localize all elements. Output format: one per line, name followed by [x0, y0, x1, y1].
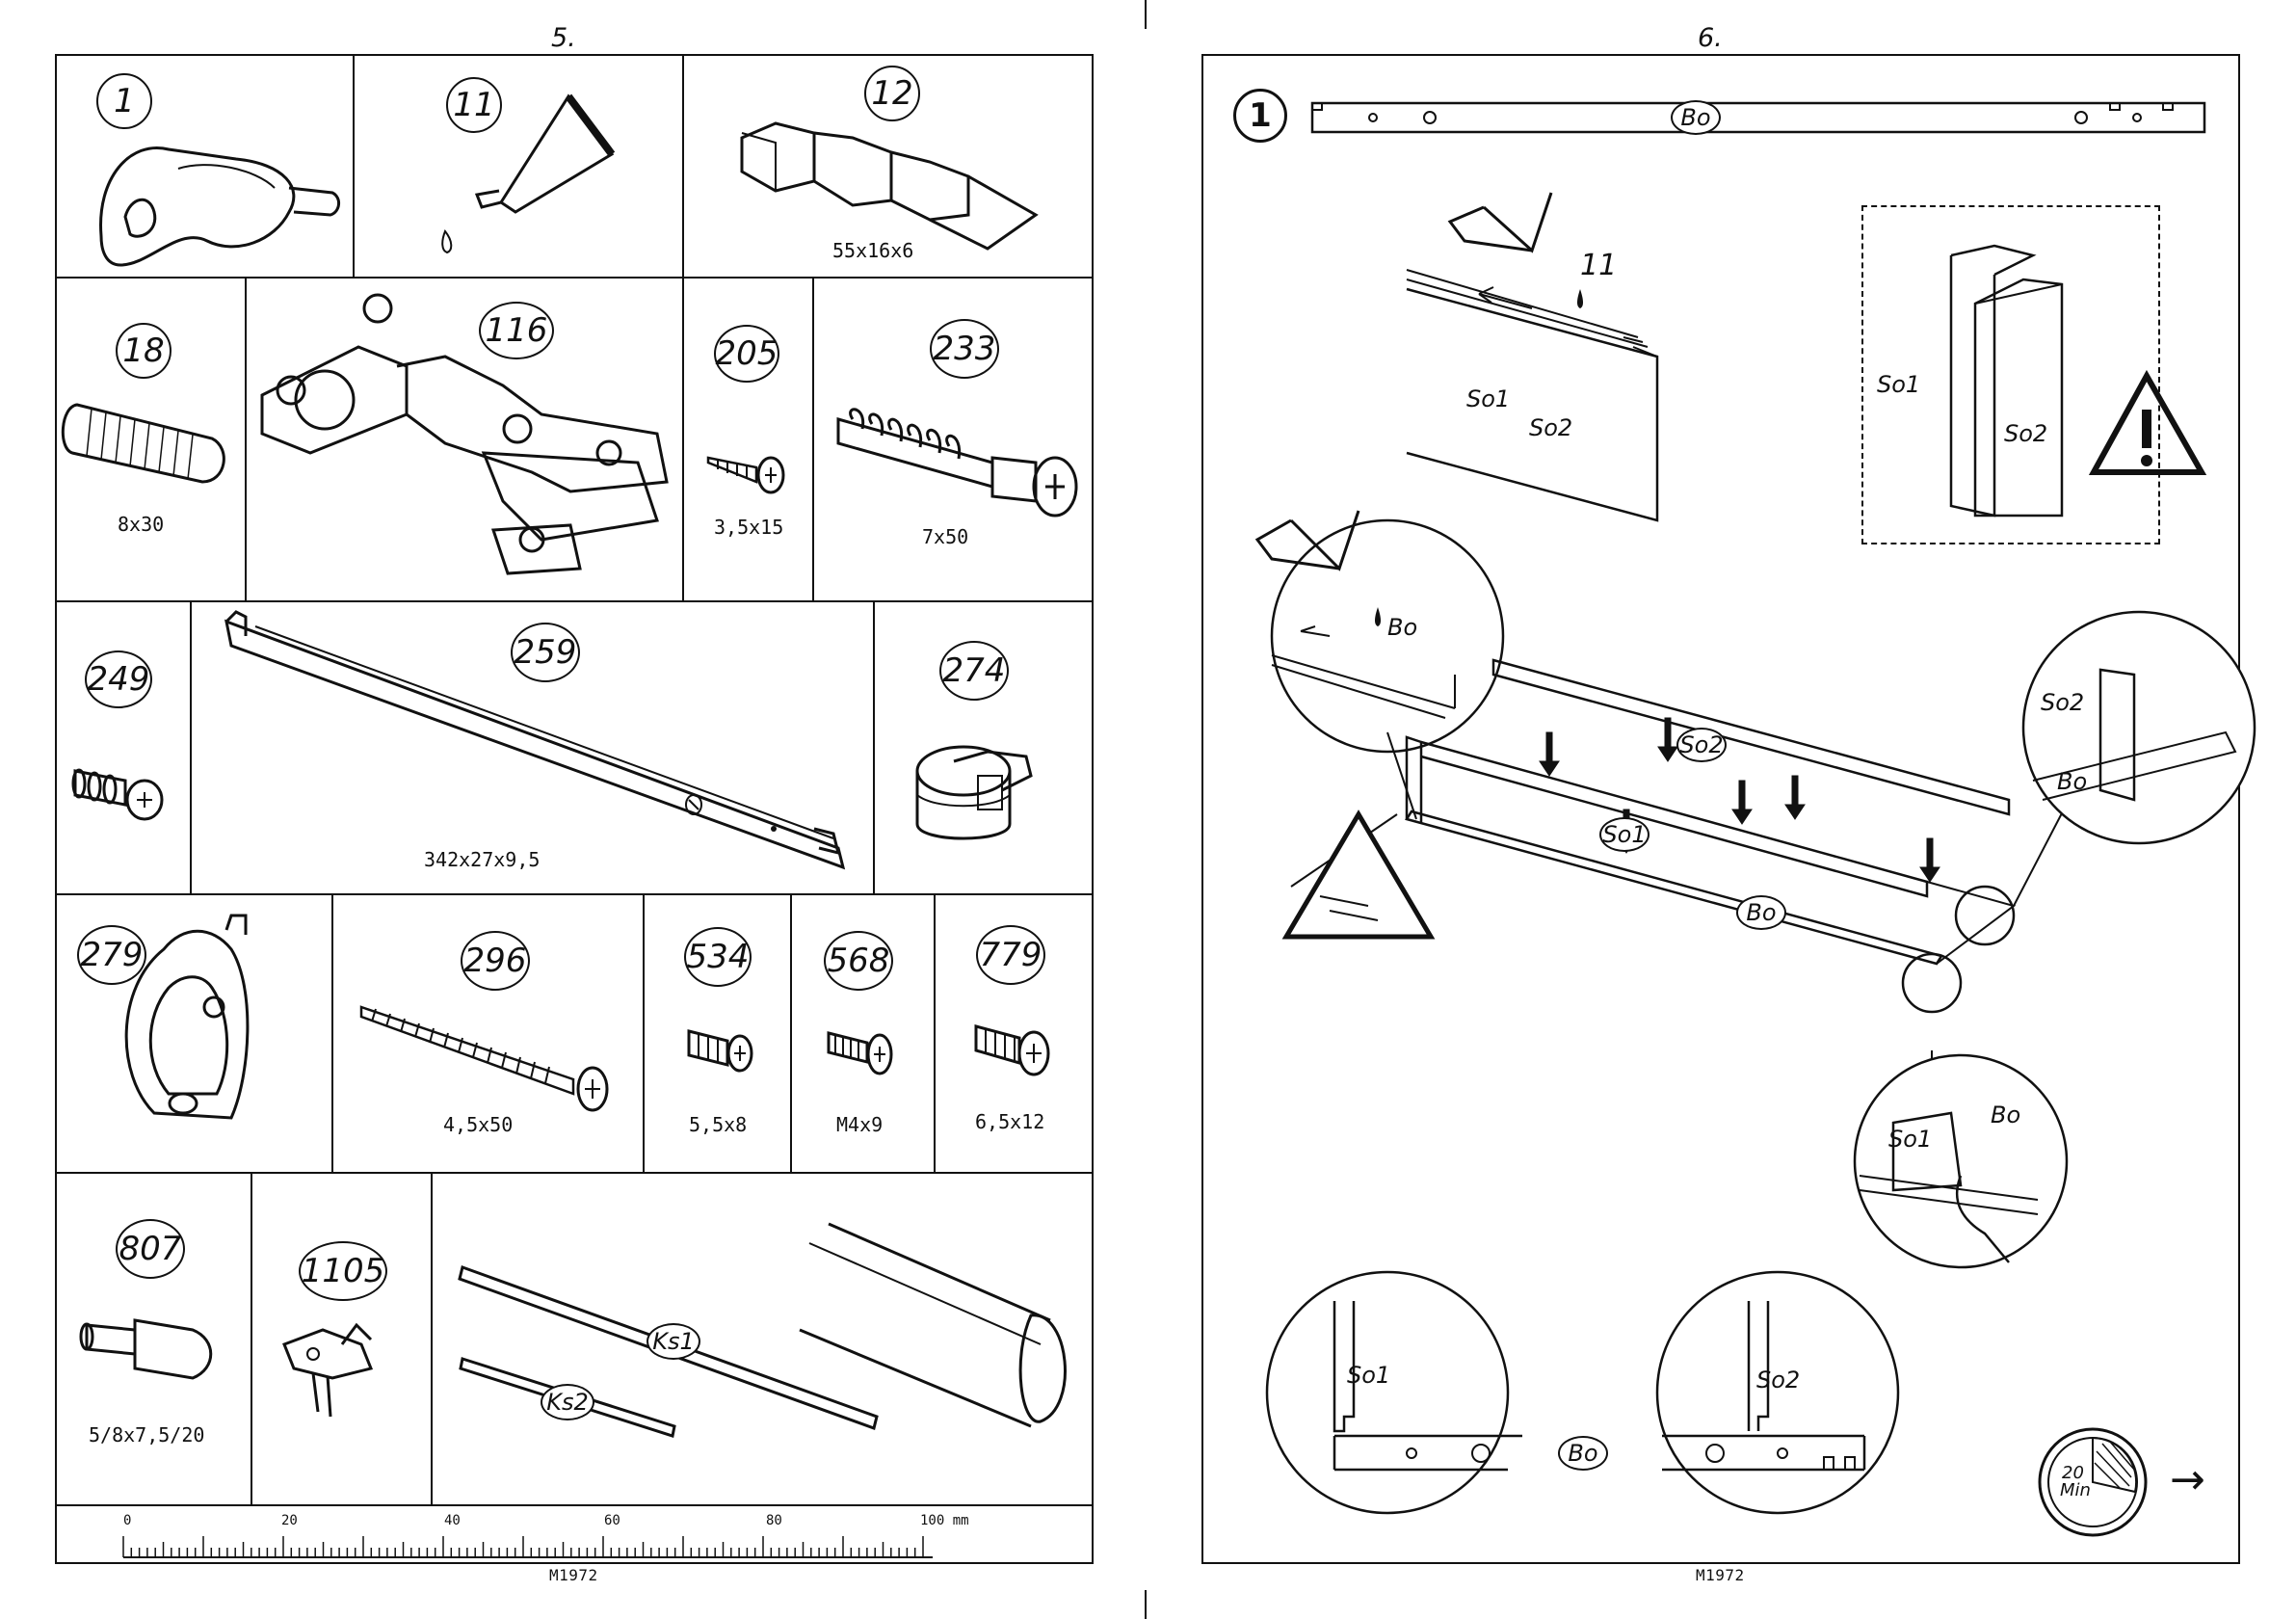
rod-label-ks1: Ks1 [647, 1323, 700, 1360]
fold-mark-top [1145, 0, 1147, 29]
next-page-arrow-icon[interactable]: → [2170, 1455, 2205, 1504]
col-divider [331, 893, 333, 1173]
label-so1-detail: So1 [1877, 371, 1920, 398]
col-divider [431, 1172, 433, 1505]
label-so1-finger: So1 [1888, 1126, 1932, 1153]
concealed-hinge-icon [252, 289, 676, 597]
screw-779-icon [971, 1017, 1068, 1084]
timer-clock-icon [2035, 1424, 2160, 1550]
wedge-shims-icon [737, 114, 1045, 258]
rail-support-279-icon [125, 911, 260, 1142]
col-divider [682, 277, 684, 601]
machine-screw-568-icon [824, 1023, 910, 1081]
screw-534-icon [684, 1022, 771, 1079]
part-dim-233: 7x50 [922, 525, 968, 548]
finger-check-detail [1855, 1002, 2067, 1272]
part-dim-18: 8x30 [118, 513, 164, 536]
drawer-runner-259-icon [217, 607, 853, 877]
part-dim-12: 55x16x6 [832, 239, 913, 262]
part-dim-779: 6,5x12 [975, 1110, 1044, 1133]
col-divider [682, 54, 684, 278]
part-dim-807: 5/8x7,5/20 [89, 1423, 204, 1446]
cam-lock-housing-icon [92, 120, 342, 275]
row-divider [55, 1504, 1094, 1506]
part-number-568: 568 [824, 931, 893, 991]
part-dim-259: 342x27x9,5 [424, 848, 540, 871]
label-bo-section: Bo [1558, 1436, 1608, 1471]
col-divider [251, 1172, 252, 1505]
part-number-205: 205 [714, 325, 779, 383]
ruler-label-60: 60 [604, 1513, 620, 1528]
col-divider [790, 893, 792, 1173]
label-glue-11: 11 [1580, 249, 1617, 282]
bottom-board-top-view [1310, 98, 2206, 137]
left-page-code: M1972 [549, 1566, 598, 1584]
shelf-pin-807-icon [77, 1311, 222, 1388]
row-divider [55, 600, 1094, 602]
col-divider [643, 893, 645, 1173]
timer-unit: Min [2060, 1480, 2091, 1500]
label-so2-glue: So2 [1529, 414, 1572, 441]
glue-tube-icon [424, 87, 617, 260]
label-bo-zoom-right: Bo [2057, 768, 2087, 795]
panel-joint-detail [1937, 236, 2072, 525]
label-bo-top: Bo [1671, 100, 1721, 135]
part-dim-296: 4,5x50 [443, 1113, 513, 1136]
col-divider [245, 277, 247, 601]
col-divider [934, 893, 936, 1173]
long-screw-296-icon [356, 997, 617, 1113]
warning-triangle-icon [2091, 371, 2206, 477]
measuring-ruler [123, 1523, 990, 1561]
label-so1-assembly: So1 [1599, 817, 1649, 852]
row-divider [55, 1172, 1094, 1174]
col-divider [812, 277, 814, 601]
part-dim-568: M4x9 [836, 1113, 883, 1136]
wooden-dowel-icon [63, 395, 236, 491]
right-page-number: 6. [1698, 23, 1723, 53]
label-so2-assembly: So2 [1676, 728, 1727, 762]
col-divider [353, 54, 355, 278]
fold-mark-bottom [1145, 1590, 1147, 1619]
part-number-233: 233 [930, 319, 999, 379]
caution-triangle-icon [1291, 810, 1436, 944]
part-number-18: 18 [116, 323, 172, 379]
part-dim-205: 3,5x15 [714, 516, 783, 539]
part-number-274: 274 [939, 641, 1009, 701]
ruler-label-80: 80 [766, 1513, 782, 1528]
clip-1105-icon [275, 1320, 400, 1426]
ruler-label-20: 20 [281, 1513, 298, 1528]
label-so2-detail: So2 [2004, 420, 2047, 447]
section-views [1267, 1253, 1884, 1542]
label-so2-section: So2 [1756, 1367, 1800, 1393]
step-number: 1 [1233, 89, 1287, 143]
label-so2-zoom: So2 [2041, 689, 2084, 716]
col-divider [873, 600, 875, 894]
part-number-1105: 1105 [299, 1241, 387, 1301]
part-number-296: 296 [461, 931, 530, 991]
part-number-807: 807 [116, 1219, 185, 1279]
ruler-label-40: 40 [444, 1513, 461, 1528]
euro-screw-233-icon [829, 405, 1089, 520]
cam-lock-274-icon [906, 732, 1050, 867]
short-screw-205-icon [703, 438, 800, 496]
ruler-label-100: 100 mm [920, 1513, 969, 1528]
label-bo-assembly: Bo [1736, 895, 1786, 930]
part-dim-534: 5,5x8 [689, 1113, 747, 1136]
ruler-label-0: 0 [123, 1513, 131, 1528]
glue-groove-illustration [1387, 193, 1676, 530]
row-divider [55, 893, 1094, 895]
right-page-code: M1972 [1696, 1566, 1745, 1584]
part-number-249: 249 [85, 650, 152, 708]
connector-bolt-249-icon [67, 756, 173, 824]
part-number-534: 534 [684, 927, 752, 987]
part-number-779: 779 [976, 925, 1045, 985]
row-divider [55, 277, 1094, 279]
col-divider [190, 600, 192, 894]
label-bo-finger: Bo [1991, 1101, 2020, 1128]
label-so1-glue: So1 [1466, 385, 1510, 412]
label-so1-section: So1 [1347, 1362, 1390, 1389]
rod-label-ks2: Ks2 [541, 1384, 594, 1420]
label-bo-zoom: Bo [1387, 614, 1417, 641]
left-page-number: 5. [551, 23, 576, 53]
